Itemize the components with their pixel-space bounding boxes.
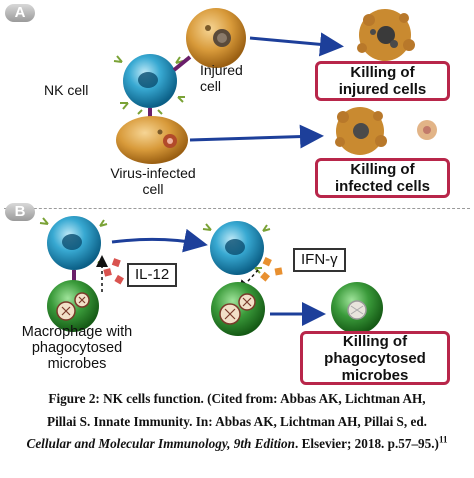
figure-caption: Figure 2: NK cells function. (Cited from…	[0, 388, 474, 456]
nk-cell-b1	[39, 216, 108, 270]
outcome3-line1: Killing of	[342, 332, 408, 350]
outcome3-line2: phagocytosed	[324, 349, 426, 367]
injured-label-line1: Injured	[200, 62, 243, 78]
virus-infected-cell	[116, 116, 188, 164]
ifn-gamma-label: IFN-γ	[293, 248, 346, 272]
outcome2-line2: infected cells	[334, 178, 431, 195]
macrophage-label: Macrophage with phagocytosed microbes	[2, 324, 152, 372]
caption-line3-rest: . Elsevier; 2018. p.57–95.)	[294, 436, 439, 451]
outcome1-line2: injured cells	[338, 81, 427, 98]
macrophage-b3	[331, 282, 383, 334]
ifn-gamma-molecules	[260, 257, 283, 282]
arrow-injured-killing	[249, 32, 344, 57]
caption-line2: Pillai S. Innate Immunity. In: Abbas AK,…	[47, 413, 427, 429]
arrow-infected-killing	[189, 124, 324, 149]
panel-divider	[4, 208, 470, 209]
nk-cell-label: NK cell	[44, 82, 89, 98]
virus-cell-label: Virus-infected cell	[88, 165, 218, 197]
macrophage-label-line2: phagocytosed	[31, 340, 123, 356]
caption-line3: Cellular and Molecular Immunology, 9th E…	[0, 433, 474, 456]
outcome2-line1: Killing of	[350, 161, 415, 178]
nk-cell-a	[113, 54, 185, 110]
panel-a-letter: A	[5, 4, 35, 22]
diagram-graphics	[39, 8, 437, 336]
macrophage-label-line1: Macrophage with	[21, 324, 133, 340]
arrow-ifn-signal	[237, 269, 259, 293]
nk-cell-function-diagram: A NK cell Injured cell Virus-infected ce…	[2, 4, 470, 385]
arrow-nk-activation	[111, 228, 208, 253]
outcome1-line1: Killing of	[350, 64, 415, 81]
injured-cell	[186, 8, 246, 68]
virus-label-line2: cell	[142, 181, 164, 197]
dying-infected-cell	[335, 107, 437, 155]
caption-superscript: 11	[438, 434, 448, 445]
outcome3-line3: microbes	[341, 366, 409, 384]
caption-book-title: Cellular and Molecular Immunology, 9th E…	[26, 436, 295, 451]
outcome-infected-box: Killing of infected cells	[315, 158, 450, 198]
injured-cell-label: Injured cell	[200, 62, 243, 94]
receptor-link-injured	[172, 55, 192, 72]
panel-b-letter: B	[5, 203, 35, 221]
injured-label-line2: cell	[200, 78, 222, 94]
il12-molecules	[103, 258, 124, 285]
virus-label-line1: Virus-infected	[110, 165, 196, 181]
outcome-microbes-box: Killing of phagocytosed microbes	[300, 331, 450, 385]
macrophage-label-line3: microbes	[47, 356, 107, 372]
nk-cell-b2	[202, 221, 271, 275]
macrophage-b2	[211, 282, 265, 336]
dying-injured-cell	[357, 9, 415, 61]
il12-label: IL-12	[127, 263, 178, 287]
macrophage-b1	[47, 280, 99, 332]
outcome-injured-box: Killing of injured cells	[315, 61, 450, 101]
caption-line1: Figure 2: NK cells function. (Cited from…	[48, 391, 426, 406]
